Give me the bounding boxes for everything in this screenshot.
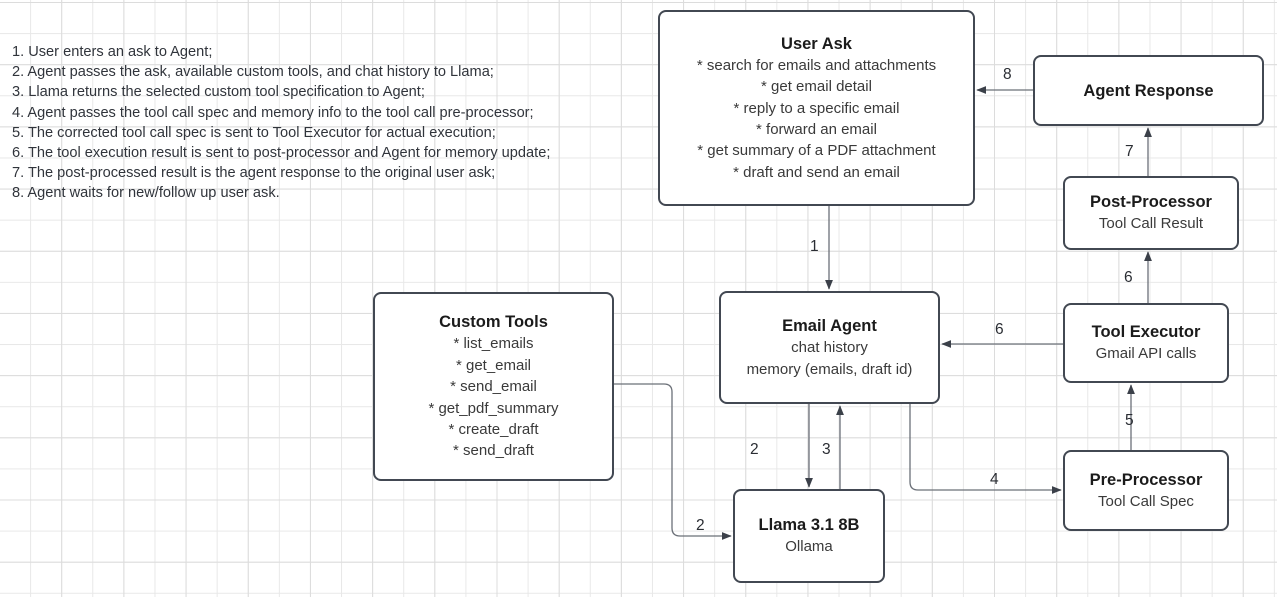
node-pre-processor[interactable]: Pre-Processor Tool Call Spec — [1063, 450, 1229, 531]
node-custom-tools-title: Custom Tools — [439, 313, 548, 332]
edge-label-5: 5 — [1125, 412, 1134, 429]
node-llama[interactable]: Llama 3.1 8B Ollama — [733, 489, 885, 583]
node-agent-response-title: Agent Response — [1083, 81, 1214, 100]
legend-step-6: 6. The tool execution result is sent to … — [12, 145, 551, 162]
edge-label-8: 8 — [1003, 66, 1012, 83]
edge-label-4: 4 — [990, 471, 999, 488]
node-post-processor[interactable]: Post-Processor Tool Call Result — [1063, 176, 1239, 250]
node-post-processor-subtitle: Tool Call Result — [1098, 215, 1204, 233]
node-email-agent-subtitle-1: chat history — [791, 339, 868, 357]
legend-steps-list: 1. User enters an ask to Agent; 2. Agent… — [12, 42, 642, 204]
legend-step-3: 3. Llama returns the selected custom too… — [12, 84, 425, 101]
user-ask-bullet-4: * forward an email — [756, 121, 877, 138]
user-ask-bullet-5: * get summary of a PDF attachment — [697, 142, 936, 160]
edge-2-tools-llama-line — [614, 383, 732, 540]
node-agent-response[interactable]: Agent Response — [1033, 55, 1264, 126]
node-email-agent-subtitle-2: memory (emails, draft id) — [746, 360, 913, 378]
node-custom-tools-bullets: * list_emails * get_email * send_email *… — [428, 333, 558, 461]
node-tool-executor-title: Tool Executor — [1091, 323, 1201, 342]
custom-tools-bullet-3: * send_email — [450, 378, 537, 396]
legend-step-8: 8. Agent waits for new/follow up user as… — [12, 185, 280, 202]
legend-step-7: 7. The post-processed result is the agen… — [12, 165, 496, 182]
legend-step-2: 2. Agent passes the ask, available custo… — [12, 64, 494, 81]
custom-tools-bullet-2: * get_email — [455, 356, 532, 374]
edge-label-1: 1 — [810, 238, 819, 255]
node-llama-subtitle: Ollama — [785, 538, 833, 556]
edge-4-line — [909, 404, 1062, 494]
edge-label-2-tools-llama: 2 — [696, 517, 705, 534]
custom-tools-bullet-5: * create_draft — [448, 420, 539, 438]
edge-label-3: 3 — [822, 441, 831, 458]
node-pre-processor-title: Pre-Processor — [1089, 470, 1203, 489]
node-user-ask-title: User Ask — [781, 34, 852, 53]
legend-step-1: 1. User enters an ask to Agent; — [12, 44, 213, 60]
custom-tools-bullet-4: * get_pdf_summary — [428, 399, 559, 417]
user-ask-bullet-1: * search for emails and attachments — [696, 56, 937, 74]
custom-tools-bullet-1: * list_emails — [453, 335, 534, 353]
edge-label-7: 7 — [1125, 143, 1134, 160]
node-email-agent-title: Email Agent — [782, 317, 877, 336]
node-llama-title: Llama 3.1 8B — [758, 516, 860, 535]
node-tool-executor[interactable]: Tool Executor Gmail API calls — [1063, 303, 1229, 383]
node-custom-tools[interactable]: Custom Tools * list_emails * get_email *… — [373, 292, 614, 481]
legend-step-5: 5. The corrected tool call spec is sent … — [12, 124, 496, 141]
node-user-ask[interactable]: User Ask * search for emails and attachm… — [658, 10, 975, 206]
edge-label-6-exec-agent: 6 — [995, 321, 1004, 338]
custom-tools-bullet-6: * send_draft — [453, 442, 534, 460]
edge-label-2-agent-llama: 2 — [750, 441, 759, 458]
node-pre-processor-subtitle: Tool Call Spec — [1098, 492, 1194, 510]
user-ask-bullet-3: * reply to a specific email — [733, 99, 900, 117]
node-tool-executor-subtitle: Gmail API calls — [1095, 345, 1197, 363]
legend-step-4: 4. Agent passes the tool call spec and m… — [12, 104, 534, 121]
edge-label-6-exec-post: 6 — [1124, 269, 1133, 286]
node-user-ask-bullets: * search for emails and attachments * ge… — [697, 55, 936, 183]
node-post-processor-title: Post-Processor — [1090, 193, 1212, 212]
user-ask-bullet-6: * draft and send an email — [733, 163, 900, 181]
node-email-agent[interactable]: Email Agent chat history memory (emails,… — [719, 291, 940, 404]
user-ask-bullet-2: * get email detail — [761, 78, 872, 96]
